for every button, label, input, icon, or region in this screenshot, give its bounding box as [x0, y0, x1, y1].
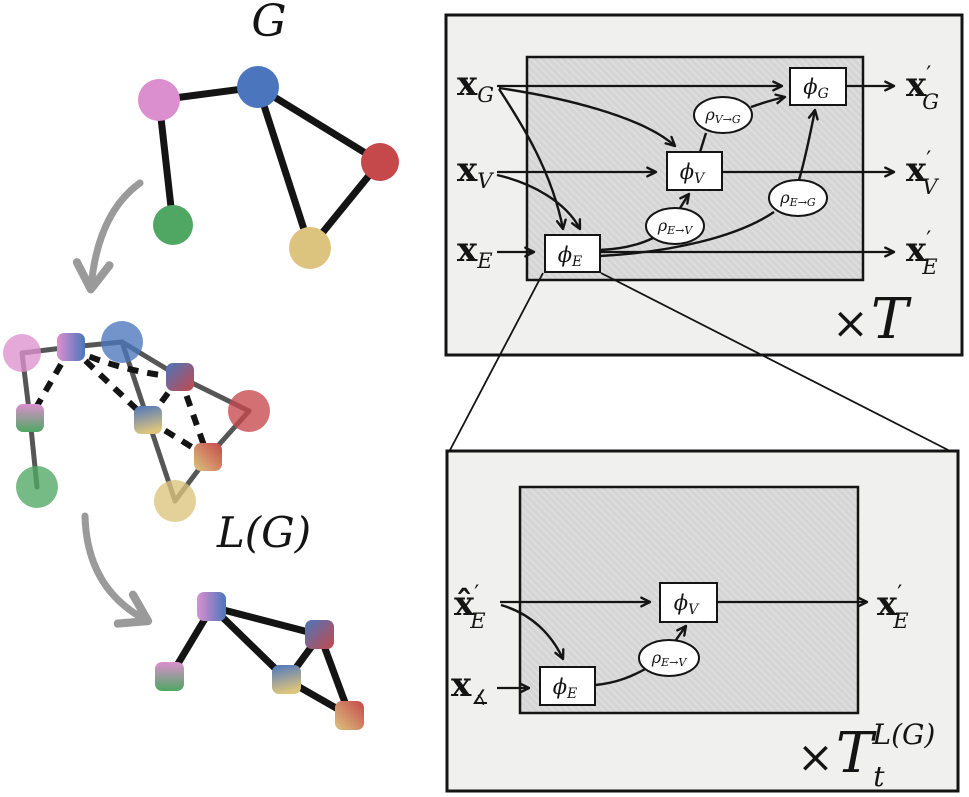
phi-E-box — [544, 234, 601, 273]
gn-input-xE: xE — [457, 230, 493, 273]
edge-blue-red — [254, 83, 384, 166]
overlay-node-red — [228, 390, 270, 432]
gn-output-xG: x′G — [906, 63, 939, 114]
ledge-pinkblue-bluered — [208, 603, 324, 639]
lgn-rho-EV-ellipse — [638, 639, 700, 677]
curve-xG-to-phiE — [497, 88, 567, 231]
rho-EG-ellipse — [768, 179, 828, 217]
overlay-edge-squares — [16, 333, 222, 471]
phi-G-box — [789, 67, 847, 106]
phi-V-box — [666, 151, 723, 191]
phi-V-label: ϕV — [680, 160, 706, 187]
dashed-pinkblue-blueyellow — [68, 344, 151, 423]
curve-rhoEV-to-phiV — [679, 192, 691, 209]
rho-EV-label: ρE→V — [657, 216, 694, 237]
rho-VG-ellipse — [693, 96, 753, 134]
lgn-input-xEhat: x̂′E — [454, 582, 486, 633]
lg-node-blue-yellow — [134, 406, 162, 434]
curve-xEhat-to-phiE — [500, 603, 565, 661]
curve-phiE-to-rhoEV — [599, 236, 654, 252]
final-line-graph — [155, 592, 364, 730]
overlay-node-pink — [3, 334, 41, 372]
curve-phiE-to-rhoEV-lg — [594, 666, 648, 687]
node-red — [361, 143, 399, 181]
node-pink — [138, 79, 180, 121]
gn-curves — [496, 86, 819, 258]
phi-G-label: ϕG — [803, 75, 829, 102]
lgn-phi-V-box — [659, 582, 718, 623]
lgn-rho-EV-label: ρE→V — [651, 648, 688, 669]
lgn-repeat-label: ×TtL(G) — [797, 718, 935, 793]
curve-phiE-to-rhoEG — [599, 211, 775, 258]
gn-input-xV: xV — [457, 150, 494, 193]
curve-rhoVG-to-phiG — [750, 93, 787, 109]
final-node-pink-blue — [197, 592, 226, 621]
line-graph-overlay: L(G) — [3, 321, 311, 557]
zoom-line-left — [448, 272, 544, 453]
gn-output-xV: x′V — [906, 148, 939, 199]
lgn-panel: x̂′E x∡ x′E ϕV ϕE ρE→V ×TtL(G) — [445, 449, 960, 793]
lgn-output-xE: x′E — [877, 582, 909, 633]
curve-rhoEV-to-phiV-lg — [675, 624, 688, 641]
lg-node-pink-green — [16, 404, 44, 432]
gn-repeat-label: ×T — [832, 287, 912, 352]
gn-panel: xG xV xE x′G x′V x′E ϕG ϕV ϕE ρV→G ρE→V … — [444, 13, 964, 357]
gn-input-xG: xG — [457, 64, 494, 107]
lgn-rails — [497, 596, 869, 694]
final-node-red-yellow — [335, 701, 364, 730]
graph-G-label: G — [251, 0, 286, 47]
final-node-pink-green — [155, 662, 184, 691]
node-green — [153, 205, 193, 245]
line-graph-label: L(G) — [216, 508, 311, 557]
lgn-phi-E-label: ϕE — [553, 675, 578, 702]
curve-xG-to-phiV — [498, 86, 677, 148]
rho-VG-label: ρV→G — [704, 105, 741, 126]
rho-EV-ellipse — [645, 207, 705, 245]
overlay-node-blue — [101, 321, 143, 363]
final-node-blue-yellow — [272, 665, 301, 694]
lgn-curves — [500, 603, 688, 687]
node-blue — [237, 66, 279, 108]
curve-xV-to-phiE — [496, 173, 582, 231]
zoom-line-right — [600, 272, 953, 453]
lgn-phi-E-box — [539, 666, 596, 706]
lgn-phi-V-label: ϕV — [674, 591, 700, 618]
gn-output-xE: x′E — [906, 228, 938, 279]
curve-phiV-to-rhoVG — [698, 132, 708, 153]
overlay-node-yellow — [154, 480, 196, 522]
overlay-circles — [3, 321, 270, 522]
node-yellow — [289, 227, 331, 269]
overlay-node-green — [16, 466, 58, 508]
transform-arrow-1 — [72, 179, 144, 294]
lg-node-pink-blue — [57, 333, 85, 361]
transform-arrow-2 — [81, 512, 153, 628]
edge-blue-yellow — [254, 83, 314, 252]
curve-rhoEG-to-phiG — [797, 108, 819, 181]
phi-E-label: ϕE — [558, 243, 583, 270]
rho-EG-label: ρE→G — [779, 188, 816, 209]
lgn-input-xangle: x∡ — [451, 665, 489, 709]
final-node-blue-red — [305, 620, 334, 649]
graph-G: G — [138, 0, 399, 269]
lg-node-blue-red — [166, 363, 194, 391]
lg-node-red-yellow — [194, 443, 222, 471]
